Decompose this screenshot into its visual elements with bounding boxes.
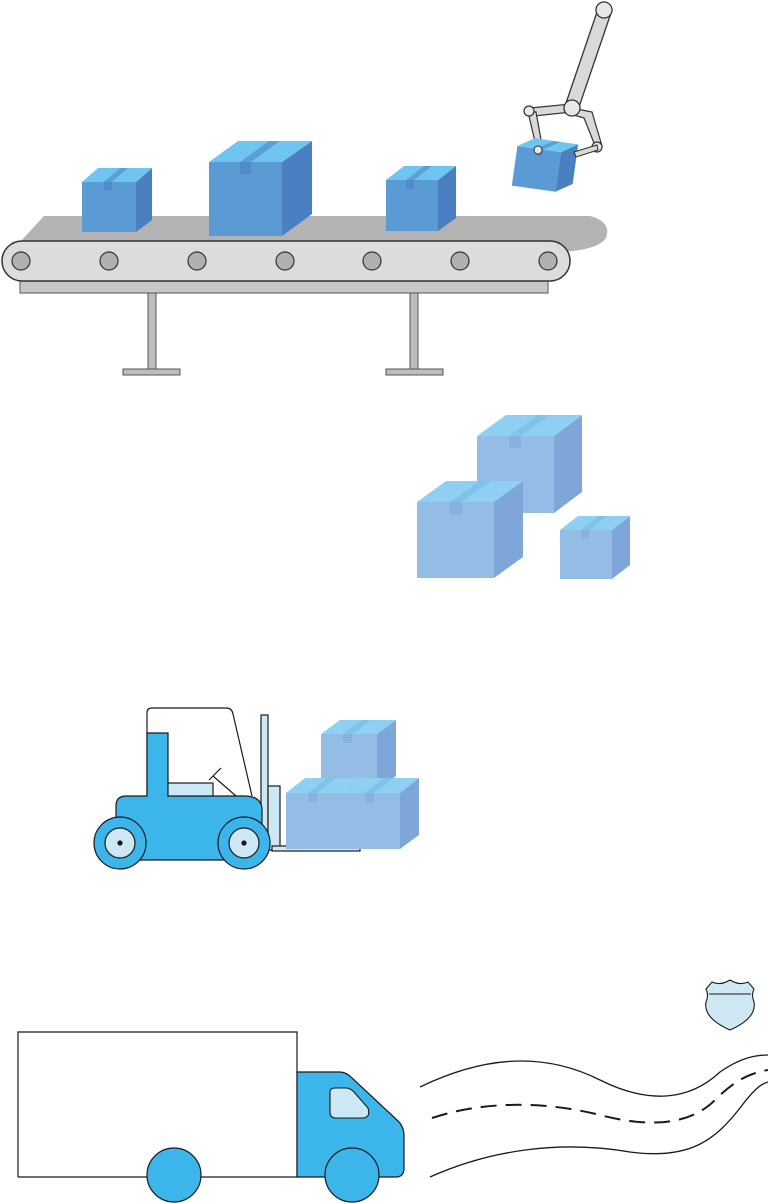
conveyor-base xyxy=(19,279,549,294)
roller xyxy=(450,251,470,271)
roller xyxy=(362,251,382,271)
roller xyxy=(99,251,119,271)
roller xyxy=(187,251,207,271)
pale-box-small xyxy=(560,516,630,579)
conveyor-foot-right xyxy=(385,368,444,376)
road-edge-top xyxy=(419,1054,768,1097)
held-box xyxy=(511,138,579,192)
conveyor-leg-left xyxy=(147,291,157,371)
road-icon xyxy=(419,1054,768,1178)
roller xyxy=(11,251,31,271)
road-edge-bottom xyxy=(429,1081,768,1178)
truck-icon xyxy=(17,1031,405,1203)
truck-wheel-rear xyxy=(146,1147,202,1203)
conveyor-scene xyxy=(1,1,613,376)
forklift-scene xyxy=(93,707,419,870)
road-center-dashes xyxy=(431,1069,768,1124)
roller xyxy=(275,251,295,271)
truck-window xyxy=(329,1087,370,1119)
forklift-cage xyxy=(146,707,253,820)
arm-upper xyxy=(564,8,612,111)
forklift-box-right xyxy=(343,778,419,849)
highway-shield-icon xyxy=(705,979,755,1031)
conveyor-box-3 xyxy=(386,166,456,231)
truck-scene xyxy=(17,979,768,1203)
conveyor-rollers xyxy=(11,251,558,271)
robot-arm-icon xyxy=(511,1,613,192)
stacked-boxes-scene xyxy=(417,415,630,579)
conveyor-box-1 xyxy=(82,168,152,232)
forklift-icon xyxy=(93,707,361,870)
conveyor-box-2 xyxy=(209,141,312,236)
forklift-box-top xyxy=(321,720,396,790)
conveyor-foot-left xyxy=(122,368,181,376)
forklift-seat xyxy=(167,782,214,797)
forklift-wheel-front xyxy=(217,816,271,870)
conveyor-leg-right xyxy=(409,291,419,371)
pale-box-front xyxy=(417,481,523,578)
arm-top-joint xyxy=(595,1,613,19)
truck-wheel-front xyxy=(324,1147,380,1203)
truck-cab xyxy=(296,1071,405,1178)
forklift-wheel-rear xyxy=(93,816,147,870)
roller xyxy=(538,251,558,271)
arm-elbow-joint xyxy=(563,99,581,117)
